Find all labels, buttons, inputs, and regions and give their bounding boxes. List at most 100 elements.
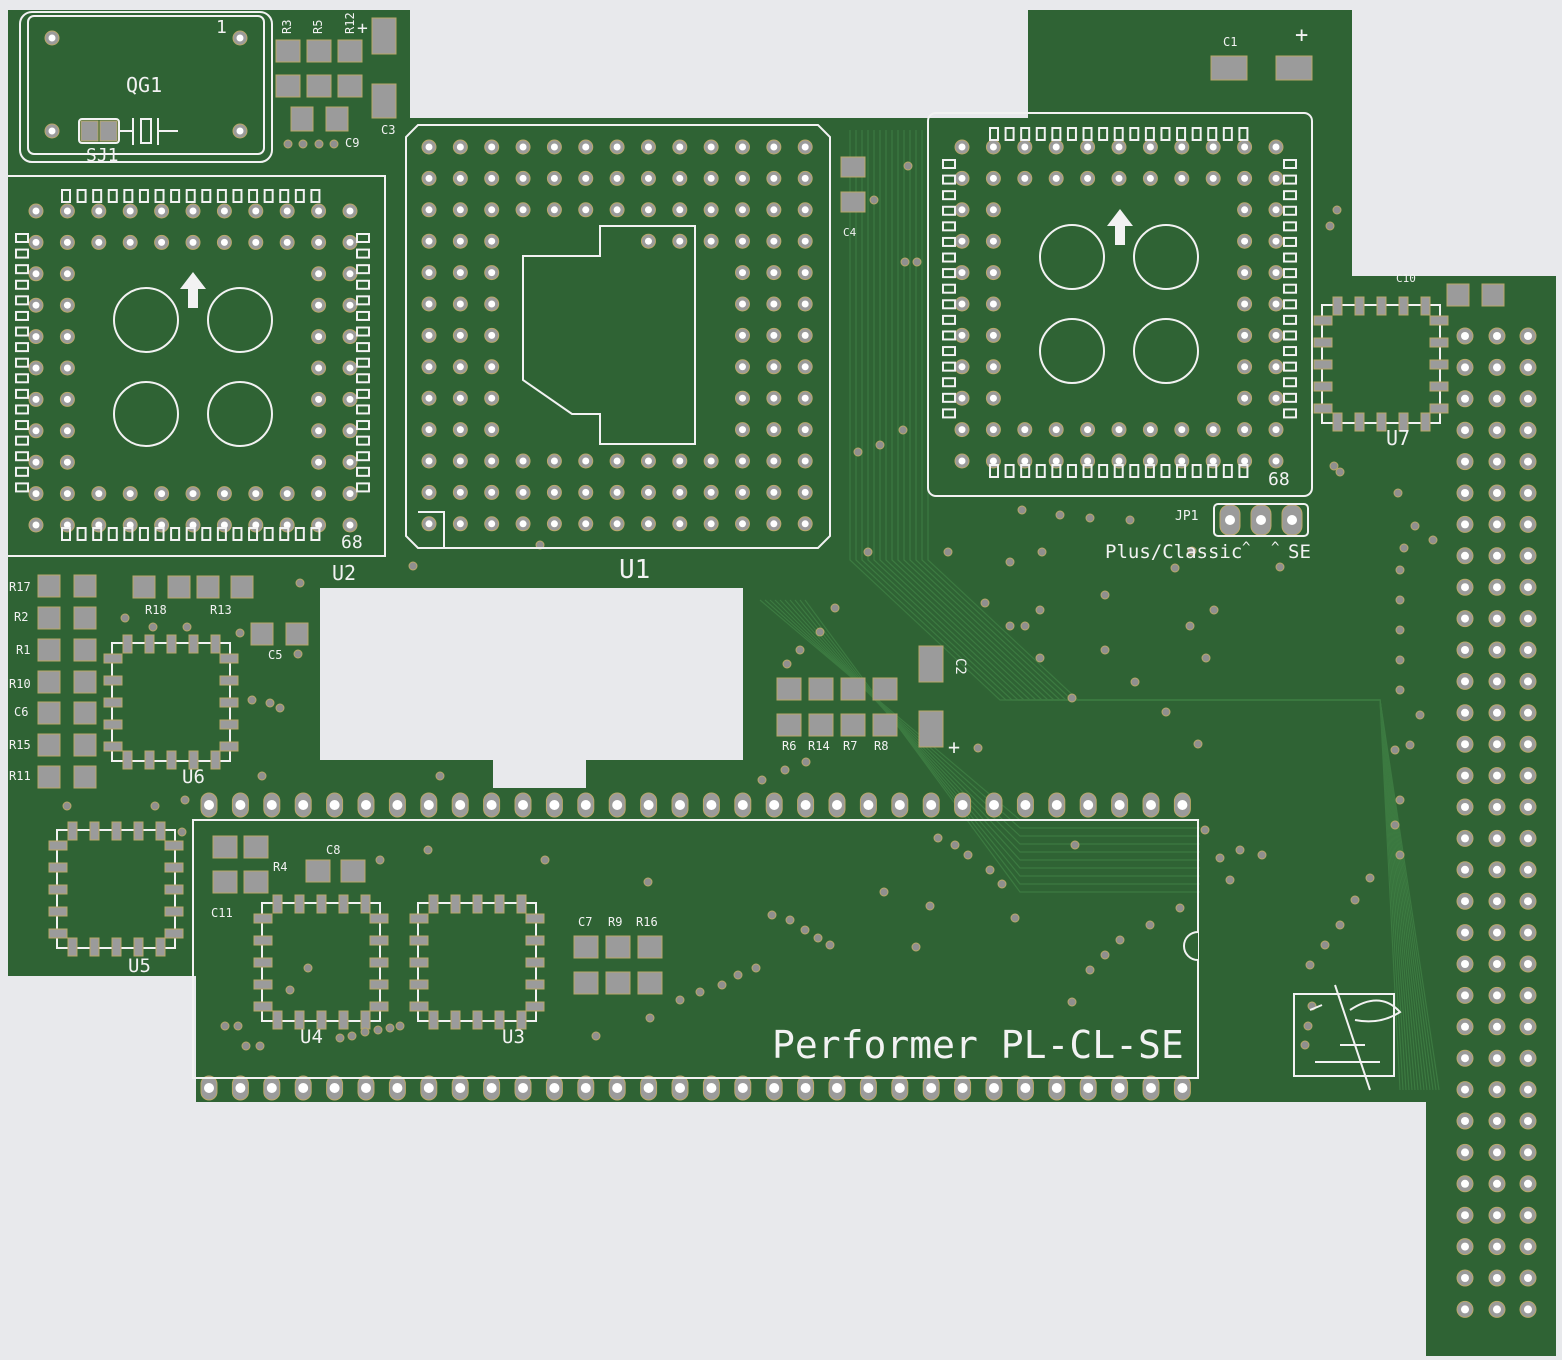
drill-hole bbox=[582, 488, 590, 496]
via bbox=[980, 598, 990, 608]
drill-hole bbox=[519, 488, 527, 496]
socket-contact bbox=[1283, 190, 1297, 201]
trace bbox=[909, 130, 1431, 1091]
socket-contact bbox=[942, 221, 956, 232]
drill-hole bbox=[158, 207, 166, 215]
drill-hole bbox=[1146, 174, 1154, 182]
smd-pad bbox=[494, 894, 505, 914]
drill-hole bbox=[1461, 771, 1469, 780]
label-jp1-mark1: ^ bbox=[1242, 540, 1250, 556]
drill-hole bbox=[1084, 143, 1092, 151]
drill-hole bbox=[989, 1083, 999, 1093]
drill-hole bbox=[1115, 457, 1123, 465]
label-r2: R2 bbox=[14, 610, 28, 624]
drill-hole bbox=[1524, 897, 1532, 906]
via bbox=[1410, 521, 1420, 531]
socket-contact bbox=[279, 527, 290, 541]
smd-pad bbox=[371, 17, 397, 55]
label-r8: R8 bbox=[874, 739, 888, 753]
socket-contact bbox=[942, 330, 956, 341]
smd-pad bbox=[516, 894, 527, 914]
drill-hole bbox=[1052, 426, 1060, 434]
drill-hole bbox=[958, 237, 966, 245]
label-r17: R17 bbox=[9, 580, 31, 594]
trace bbox=[849, 130, 1401, 1091]
drill-hole bbox=[1493, 803, 1501, 811]
drill-hole bbox=[800, 1083, 811, 1093]
socket-contact bbox=[1051, 127, 1062, 141]
drill-hole bbox=[315, 238, 323, 246]
via bbox=[925, 901, 935, 911]
label-r14: R14 bbox=[808, 739, 830, 753]
drill-hole bbox=[1241, 300, 1249, 308]
drill-hole bbox=[613, 457, 621, 465]
drill-hole bbox=[425, 174, 433, 182]
socket-contact bbox=[1283, 314, 1297, 325]
socket-contact bbox=[76, 527, 87, 541]
drill-hole bbox=[770, 237, 778, 245]
socket-contact bbox=[1238, 464, 1249, 478]
label-c10: C10 bbox=[1396, 272, 1416, 285]
smd-pad bbox=[37, 638, 61, 662]
socket-contact bbox=[942, 314, 956, 325]
drill-hole bbox=[1461, 991, 1469, 1000]
drill-hole bbox=[770, 457, 778, 465]
via bbox=[1067, 693, 1077, 703]
drill-hole bbox=[582, 520, 590, 528]
drill-hole bbox=[455, 1083, 466, 1093]
drill-hole bbox=[1461, 1085, 1469, 1094]
socket-contact bbox=[942, 159, 956, 169]
smd-pad bbox=[428, 894, 439, 914]
drill-hole bbox=[315, 490, 323, 498]
via bbox=[360, 1027, 370, 1037]
drill-hole bbox=[643, 800, 654, 810]
drill-hole bbox=[1272, 363, 1280, 371]
via bbox=[985, 865, 995, 875]
socket-contact bbox=[1066, 127, 1077, 141]
smd-pad bbox=[428, 1010, 439, 1030]
via bbox=[1145, 920, 1155, 930]
smd-pad bbox=[369, 1001, 389, 1012]
socket-contact bbox=[356, 342, 370, 353]
label-sj1: SJ1 bbox=[86, 145, 119, 166]
label-u2: U2 bbox=[332, 561, 356, 585]
via bbox=[863, 547, 873, 557]
via bbox=[1393, 488, 1403, 498]
smd-pad bbox=[122, 634, 133, 654]
drill-hole bbox=[1524, 771, 1532, 780]
drill-hole bbox=[48, 34, 56, 42]
label-qg1: QG1 bbox=[126, 73, 162, 97]
smd-pad bbox=[1332, 412, 1343, 432]
drill-hole bbox=[1461, 551, 1469, 560]
via bbox=[1085, 513, 1095, 523]
drill-hole bbox=[1524, 865, 1532, 874]
smd-pad bbox=[316, 1010, 327, 1030]
smd-pad bbox=[275, 39, 301, 63]
drill-hole bbox=[1493, 332, 1501, 340]
smd-pad bbox=[525, 935, 545, 946]
socket-contact bbox=[356, 388, 370, 399]
drill-hole bbox=[549, 800, 560, 810]
socket-contact bbox=[1238, 127, 1249, 141]
socket-contact bbox=[216, 189, 227, 203]
drill-hole bbox=[770, 143, 778, 151]
drill-hole bbox=[612, 1083, 623, 1093]
via bbox=[1325, 221, 1335, 231]
trace bbox=[915, 130, 1434, 1091]
smd-pad bbox=[285, 622, 309, 646]
via bbox=[853, 447, 863, 457]
via bbox=[1335, 920, 1345, 930]
drill-hole bbox=[456, 520, 464, 528]
drill-hole bbox=[582, 457, 590, 465]
drill-hole bbox=[989, 206, 997, 214]
drill-hole bbox=[832, 1083, 842, 1093]
drill-hole bbox=[580, 1083, 591, 1093]
smd-pad bbox=[776, 677, 802, 701]
drill-hole bbox=[644, 520, 652, 528]
drill-hole bbox=[220, 521, 228, 529]
drill-hole bbox=[1115, 174, 1123, 182]
smd-pad bbox=[525, 979, 545, 990]
drill-hole bbox=[266, 800, 277, 810]
silkscreen-labels: QG1 1 SJ1 R3 R5 R12 + C3 C9 C4 C1 + U2 6… bbox=[9, 12, 1416, 1067]
drill-hole bbox=[283, 207, 291, 215]
